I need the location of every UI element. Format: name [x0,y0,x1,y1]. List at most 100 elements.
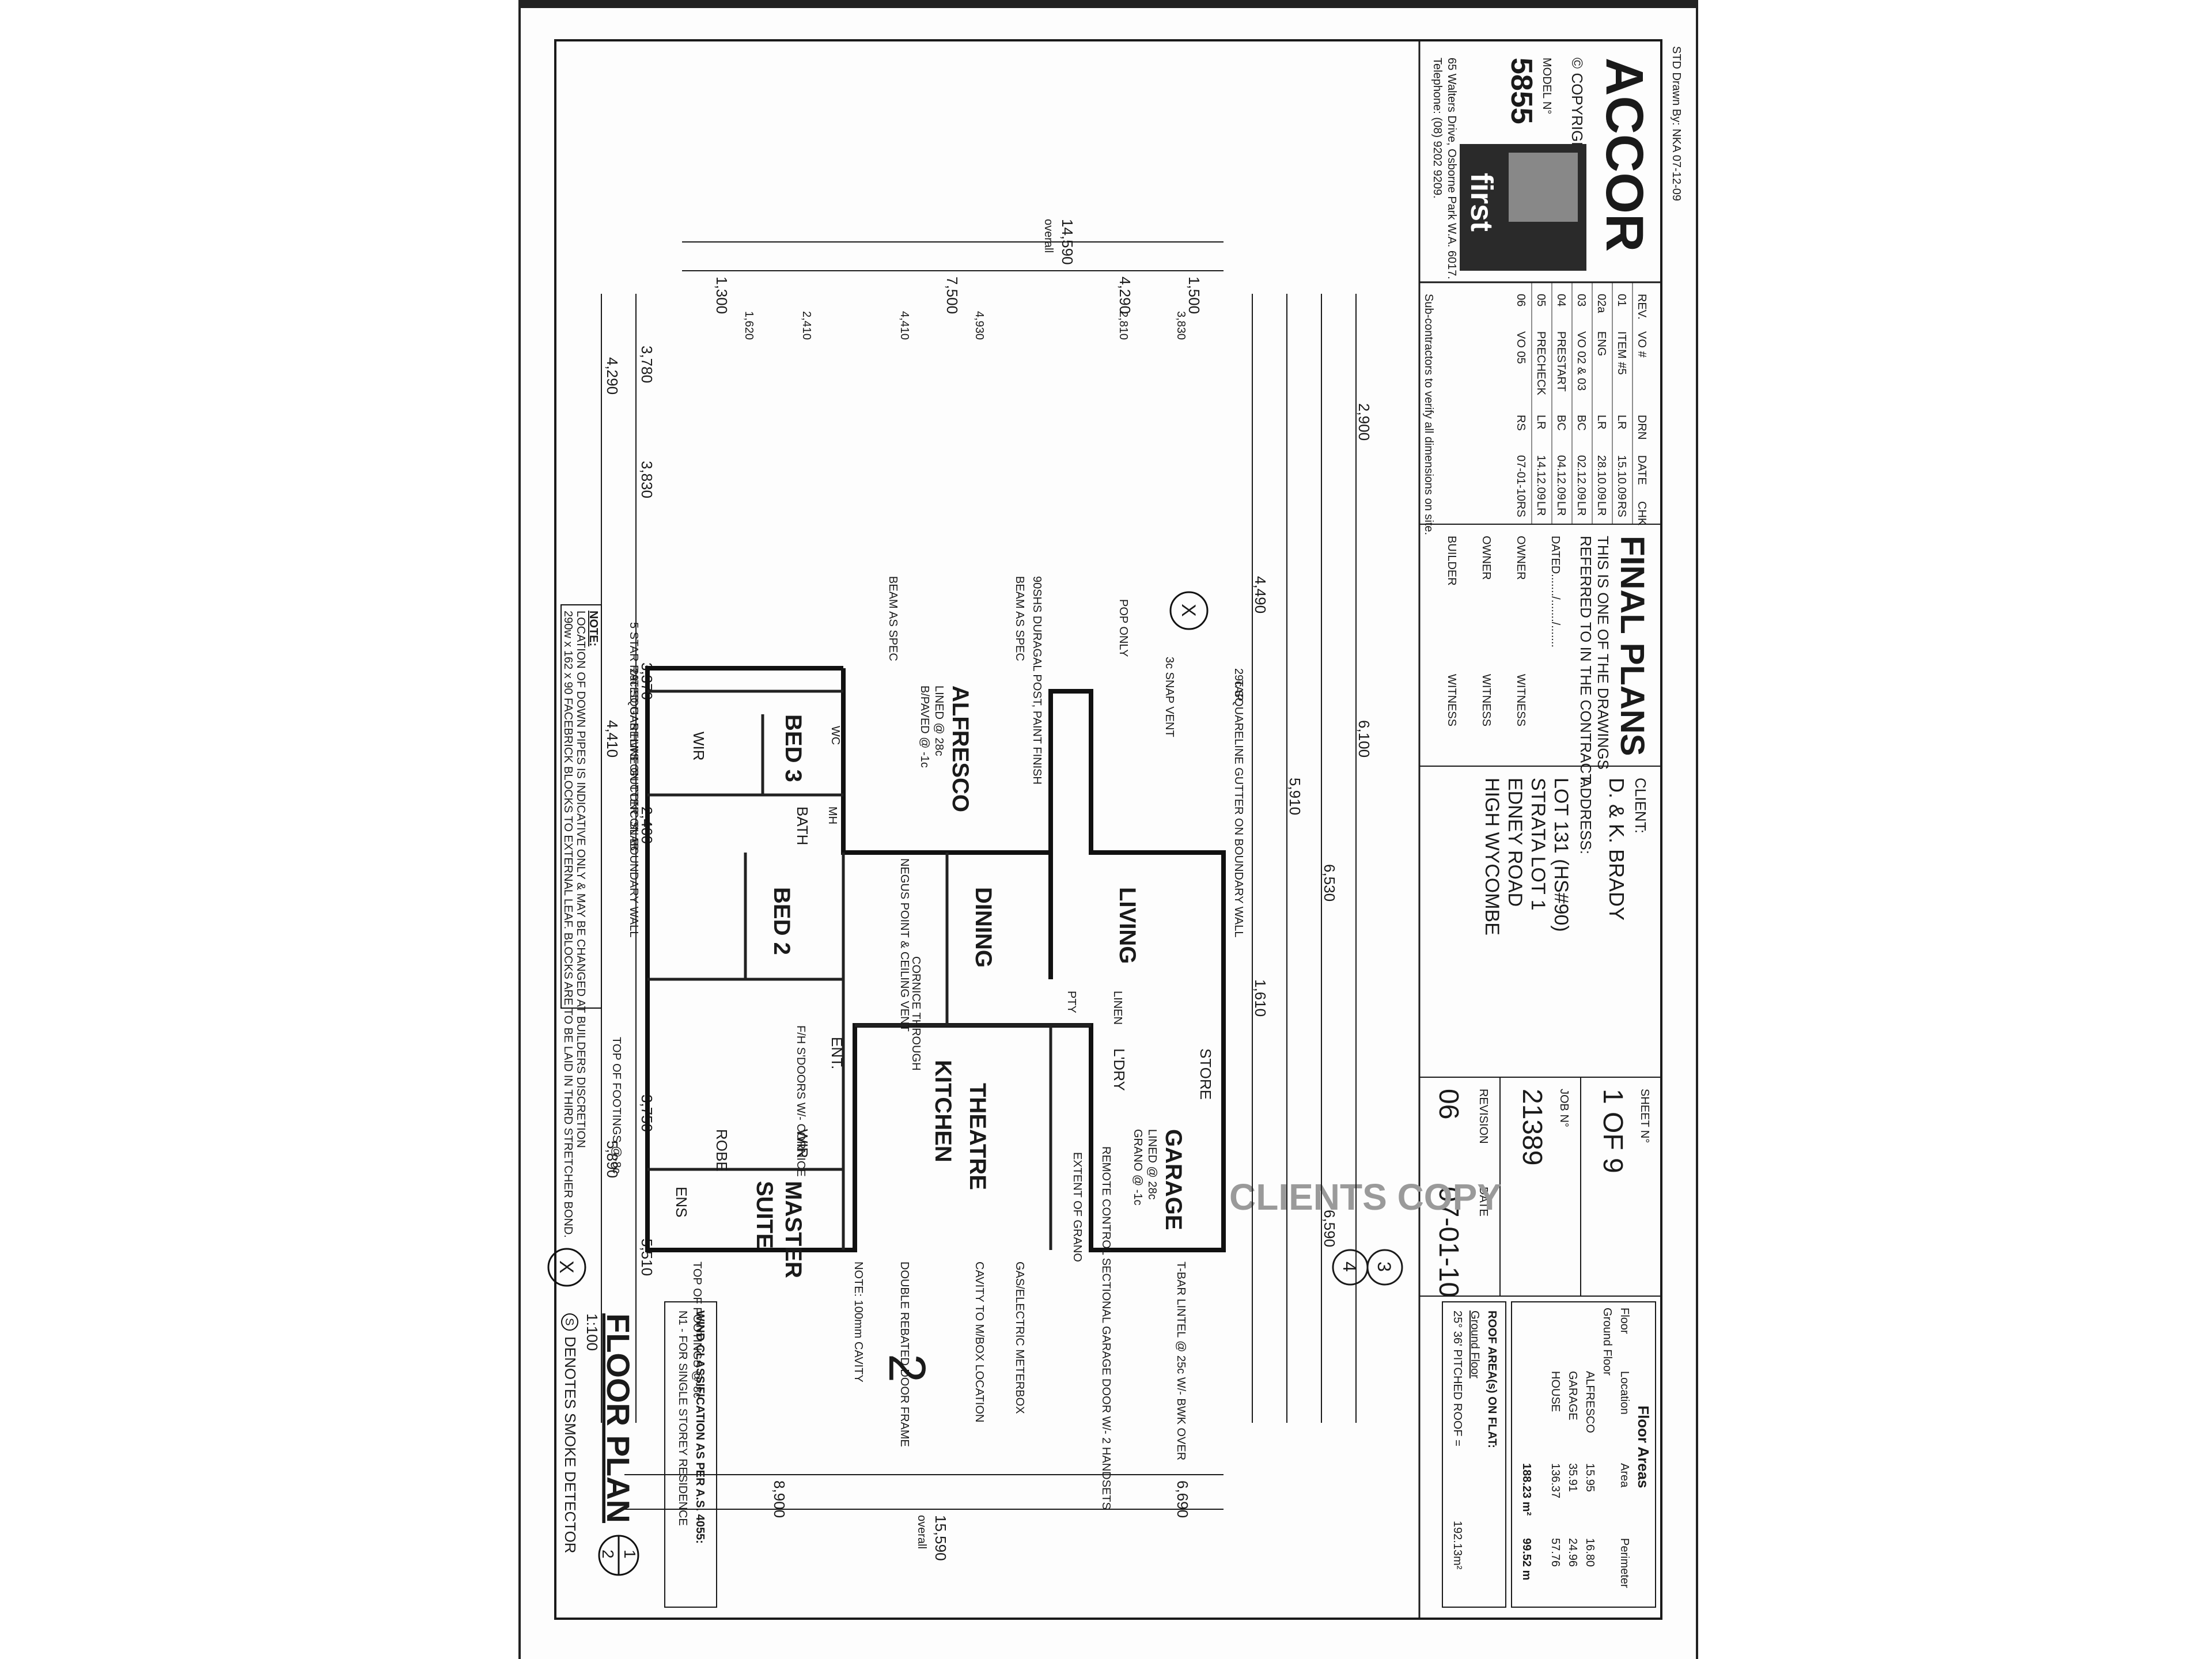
note-fh-doors: F/H S'DOORS W/- CORNICE [794,1025,807,1177]
svg-text:WIND CLASSIFICATION AS PER A.S: WIND CLASSIFICATION AS PER A.S. 4055: [694,1310,706,1544]
garage-note-2: GRANO @ -1c [1131,1129,1144,1206]
area-location: HOUSE [1549,1371,1562,1412]
site-address-4: HIGH WYCOMBE [1481,778,1503,935]
revision-cell: 14.12.09 [1535,455,1547,500]
revision-cell: RS [1514,415,1527,431]
room-store: STORE [1197,1048,1214,1100]
revision-cell: LR [1575,501,1588,516]
site-address-1: LOT 131 (HS#90) [1550,778,1572,932]
area-header-floor: Floor [1618,1308,1631,1334]
wind-classification: WIND CLASSIFICATION AS PER A.S. 4055: N1… [664,1301,717,1608]
plan-ref-bottom: 2 [599,1550,617,1559]
perimeter-total: 99.52 m [1520,1538,1533,1580]
revision-cell: RS [1514,501,1527,517]
final-plans-title: FINAL PLANS [1613,536,1651,756]
smoke-detector-legend: DENOTES SMOKE DETECTOR [562,1336,579,1554]
floor-plan-drawing: ACCOR © COPYRIGHT MODEL N° 5855 first 65… [547,39,1683,1620]
dimensions-bottom [624,1474,1224,1510]
room-wir-2: WIR [794,1129,811,1158]
owner-label-1: OWNER [1514,536,1527,580]
roof-floor: Ground Floor [1468,1310,1481,1378]
final-plans-line-1: THIS IS ONE OF THE DRAWINGS [1594,536,1612,770]
builder-label: BUILDER [1445,536,1458,586]
area-value: 35.91 [1566,1463,1579,1492]
note-footings: TOP OF FOOTINGS @-8c [691,1262,703,1398]
revision-cell: BC [1575,415,1588,431]
date-value: 07-01-10 [1433,1187,1464,1297]
roof-title: ROOF AREA(s) ON FLAT: [1486,1310,1498,1448]
address-label: ADDRESS: [1577,778,1594,854]
section-reference-3-4: 3 4 [1332,1249,1403,1286]
date-label: DATE [1477,1187,1490,1217]
room-bath: BATH [794,806,811,845]
room-kitchen: KITCHEN [930,1060,956,1162]
roof-line: 25° 36' PITCHED ROOF = [1451,1310,1464,1446]
revision-label: REVISION [1477,1089,1490,1144]
revision-cell: 05 [1535,294,1547,306]
area-group: Ground Floor [1601,1308,1613,1376]
owner-label-2: OWNER [1480,536,1493,580]
logo-shade [1509,153,1578,222]
room-living: LIVING [1115,887,1140,964]
plan-scale: 1:100 [584,1313,601,1351]
site-address-2: STRATA LOT 1 [1527,778,1549,911]
revision-cell: 01 [1615,294,1628,306]
dim-top-9: 2,410 [800,311,813,340]
revision-cell: 28.10.09 [1595,455,1608,500]
sheet-info-block: SHEET N° 1 OF 9 JOB N° 21389 REVISION DA… [1419,1077,1662,1297]
area-location: ALFRESCO [1584,1371,1596,1433]
revision-cell: ENG [1595,331,1608,356]
plan-title-block: 1 2 FLOOR PLAN 1:100 S DENOTES SMOKE DET… [561,1313,639,1576]
room-ens: ENS [673,1187,690,1217]
dim-top-overall: 14,590 [1059,219,1076,265]
room-bed-3: BED 3 [781,714,806,782]
address-line-1: 65 Walters Drive, Osborne Park W.A. 6017… [1445,58,1458,279]
revision-cell: PRESTART [1555,331,1567,392]
revision-cell: 02.12.09 [1575,455,1588,500]
dim-right-4: 3,780 [638,346,656,383]
svg-text:X: X [1177,604,1199,617]
dim-top-8: 4,410 [898,311,911,340]
dim-bottom-overall-label: overall [915,1515,928,1549]
ref-4: 4 [1339,1262,1360,1272]
note-remote-door: REMOTE CONTROL SECTIONAL GARAGE DOOR W/-… [1100,1146,1112,1510]
area-value: 136.37 [1549,1463,1562,1498]
note-box: NOTE: LOCATION OF DOWN PIPES IS INDICATI… [560,604,602,1238]
room-suite: SUITE [752,1181,777,1249]
floor-area-table: Floor Areas Floor Location Area Perimete… [1511,1301,1656,1608]
dated-line: DATED......./......./....... [1549,536,1562,647]
room-laundry: L'DRY [1111,1048,1128,1091]
drawing-frame: ACCOR © COPYRIGHT MODEL N° 5855 first 65… [521,0,1696,1659]
dim-right-3: 5,890 [604,1141,621,1178]
revision-header: CHK [1635,501,1648,526]
area-header-location: Location [1618,1371,1631,1415]
dim-left-3: 6,590 [1321,1210,1338,1247]
job-value: 21389 [1517,1089,1547,1165]
revision-cell: VO 05 [1514,331,1527,364]
room-linen: LINEN [1111,991,1124,1025]
note-negus: NEGUS POINT & CEILING VENT [898,858,911,1032]
revision-cell: 07-01-10 [1514,455,1527,501]
note-tap: TAP [1232,680,1245,701]
room-alfresco: ALFRESCO [948,685,973,812]
revision-value: 06 [1433,1089,1464,1119]
revision-cell: LR [1595,501,1608,516]
dim-left-1: 2,900 [1355,403,1373,441]
note-gutter-bottom: 29c SQUARELINE GUTTER ON BOUNDARY WALL [627,668,640,938]
revision-cell: LR [1535,501,1547,516]
revision-cell: LR [1595,415,1608,430]
model-number: 5855 [1505,58,1538,124]
dim-top-7: 2,810 [1117,311,1130,340]
garage-note: LINED @ 28c [1146,1129,1158,1200]
witness-label-2: WITNESS [1480,674,1493,726]
room-dining: DINING [971,887,996,968]
client-name: D. & K. BRADY [1605,778,1628,921]
note-pop-only: POP ONLY [1117,599,1130,657]
note-double-door: DOUBLE REBATED DOOR FRAME [898,1262,911,1447]
address-line-2: Telephone: (08) 9202 9209. [1431,58,1444,199]
logo-text: first [1464,173,1499,232]
alfresco-note: LINED @ 28c [933,685,945,756]
roof-area-box: ROOF AREA(s) ON FLAT: Ground Floor 25° 3… [1442,1301,1506,1608]
dim-top-2: 4,290 [1116,276,1134,314]
